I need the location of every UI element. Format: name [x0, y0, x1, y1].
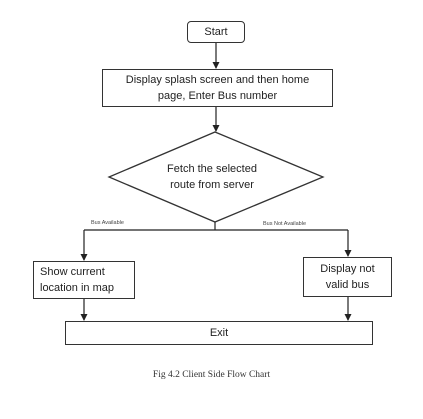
invalid-bus-node: Display not valid bus [303, 257, 392, 297]
exit-node: Exit [65, 321, 373, 345]
display-step-line-1: Display splash screen and then home [125, 74, 310, 86]
decision-line-2: route from server [170, 179, 254, 191]
invalid-bus-line-1: Display not [320, 263, 375, 275]
start-label: Start [204, 26, 228, 38]
figure-caption: Fig 4.2 Client Side Flow Chart [152, 370, 271, 380]
start-node: Start [187, 21, 245, 43]
display-splash-node: Display splash screen and then home page… [102, 69, 333, 107]
decision-label: Fetch the selected route from server [118, 161, 306, 193]
branch-label-bus-not-available: Bus Not Available [263, 221, 307, 227]
display-step-line-2: page, Enter Bus number [157, 90, 278, 102]
show-location-line-2: location in map [40, 282, 114, 294]
show-location-node: Show current location in map [33, 261, 135, 299]
invalid-bus-line-2: valid bus [325, 279, 370, 291]
exit-label: Exit [209, 327, 229, 339]
branch-label-bus-available: Bus Available [91, 220, 124, 226]
decision-line-1: Fetch the selected [167, 163, 257, 175]
show-location-line-1: Show current [40, 266, 105, 278]
